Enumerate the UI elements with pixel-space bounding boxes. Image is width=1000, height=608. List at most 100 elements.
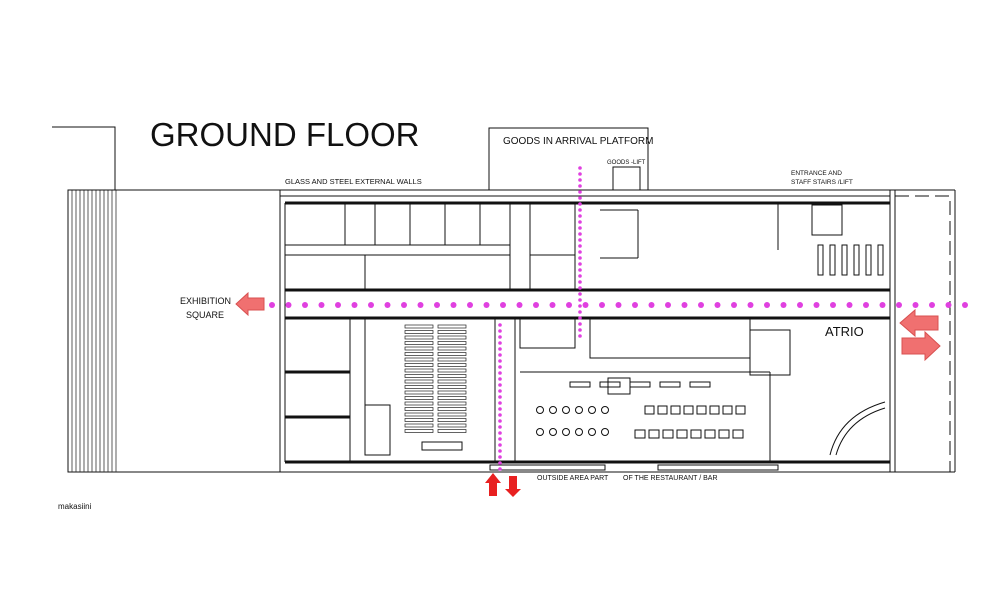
path-dot (498, 401, 502, 405)
path-dot (578, 310, 582, 314)
path-dot (764, 302, 770, 308)
entrance-label-1: ENTRANCE AND (791, 170, 842, 177)
path-dot (879, 302, 886, 308)
table (718, 429, 730, 439)
seat-row (437, 324, 467, 329)
path-dot (434, 302, 440, 308)
seat-row (404, 341, 434, 345)
bay (841, 244, 848, 276)
path-dot (302, 302, 308, 308)
path-dot (498, 359, 502, 363)
seat-row (404, 407, 434, 411)
path-dot (498, 383, 502, 387)
path-dot (498, 419, 502, 423)
path-dot (747, 302, 754, 308)
seat-row (437, 423, 467, 428)
seat-row (404, 374, 434, 378)
table (588, 406, 596, 414)
path-dot (498, 455, 502, 459)
path-dot (351, 302, 358, 308)
seat-row (437, 346, 467, 351)
arrow-left-exhibition-icon (235, 291, 265, 317)
path-dot (578, 178, 582, 182)
path-dot (648, 302, 655, 308)
table (575, 428, 583, 436)
table (588, 428, 596, 436)
path-dot (780, 302, 787, 308)
path-dot (578, 244, 582, 248)
path-dot (962, 302, 968, 308)
path-dot (498, 467, 502, 471)
exhibition-label-2: SQUARE (186, 310, 224, 320)
seat-row (437, 379, 467, 384)
table (536, 428, 544, 436)
table (634, 429, 646, 439)
table (683, 405, 694, 415)
seat-row (404, 363, 434, 367)
seat-row (437, 374, 467, 378)
path-dot (578, 202, 582, 206)
table (696, 405, 707, 415)
table (601, 406, 609, 414)
arrow-out-atrio-icon (901, 330, 941, 362)
path-dot (578, 238, 582, 242)
path-dot (578, 208, 582, 212)
external-walls-label: GLASS AND STEEL EXTERNAL WALLS (285, 177, 422, 186)
counter (629, 381, 651, 388)
path-dot (578, 316, 582, 320)
path-dot (498, 437, 502, 441)
path-dot (578, 214, 582, 218)
atrio-label: ATRIO (825, 324, 864, 339)
seat-row (437, 352, 467, 356)
goods-lift-label: GOODS -LIFT (607, 160, 646, 166)
seat-row (437, 412, 467, 417)
seat-row (437, 429, 467, 433)
seat-row (404, 401, 434, 406)
path-dot (578, 232, 582, 236)
table (676, 429, 688, 439)
goods-platform-label: GOODS IN ARRIVAL PLATFORM (503, 136, 653, 147)
path-dot (665, 302, 671, 308)
table (648, 429, 660, 439)
bay (853, 244, 860, 276)
path-dot (318, 302, 325, 308)
seat-row (404, 335, 434, 340)
seat-row (404, 324, 434, 329)
path-dot (578, 166, 582, 170)
restaurant-tables (536, 381, 746, 439)
table (549, 428, 557, 436)
path-dot (516, 302, 523, 308)
seat-row (404, 346, 434, 351)
path-dot (578, 292, 582, 296)
path-dot (269, 302, 275, 308)
bay (865, 244, 872, 276)
exhibition-square-paving (67, 189, 281, 473)
path-dot (578, 220, 582, 224)
seat-row (437, 407, 467, 411)
path-dot (498, 377, 502, 381)
path-dot (578, 334, 582, 338)
arrow-up-outside-icon (485, 473, 501, 496)
path-dot (498, 443, 502, 447)
path-dot (500, 302, 506, 308)
seat-row (404, 330, 434, 334)
path-dot (578, 286, 582, 290)
seat-row (404, 396, 434, 400)
path-dot (498, 365, 502, 369)
path-dot (498, 335, 502, 339)
seat-row (404, 385, 434, 389)
path-dot (578, 328, 582, 332)
bay (877, 244, 884, 276)
goods-lift (612, 166, 641, 191)
table (549, 406, 557, 414)
path-dot (578, 196, 582, 200)
seat-row (437, 330, 467, 334)
path-dot (912, 302, 919, 308)
table (732, 429, 744, 439)
auditorium-seating (404, 324, 467, 433)
path-dot (578, 226, 582, 230)
path-dot (498, 347, 502, 351)
seat-row (404, 368, 434, 373)
entrance-label-2: STAFF STAIRS /LIFT (791, 179, 853, 186)
table (690, 429, 702, 439)
